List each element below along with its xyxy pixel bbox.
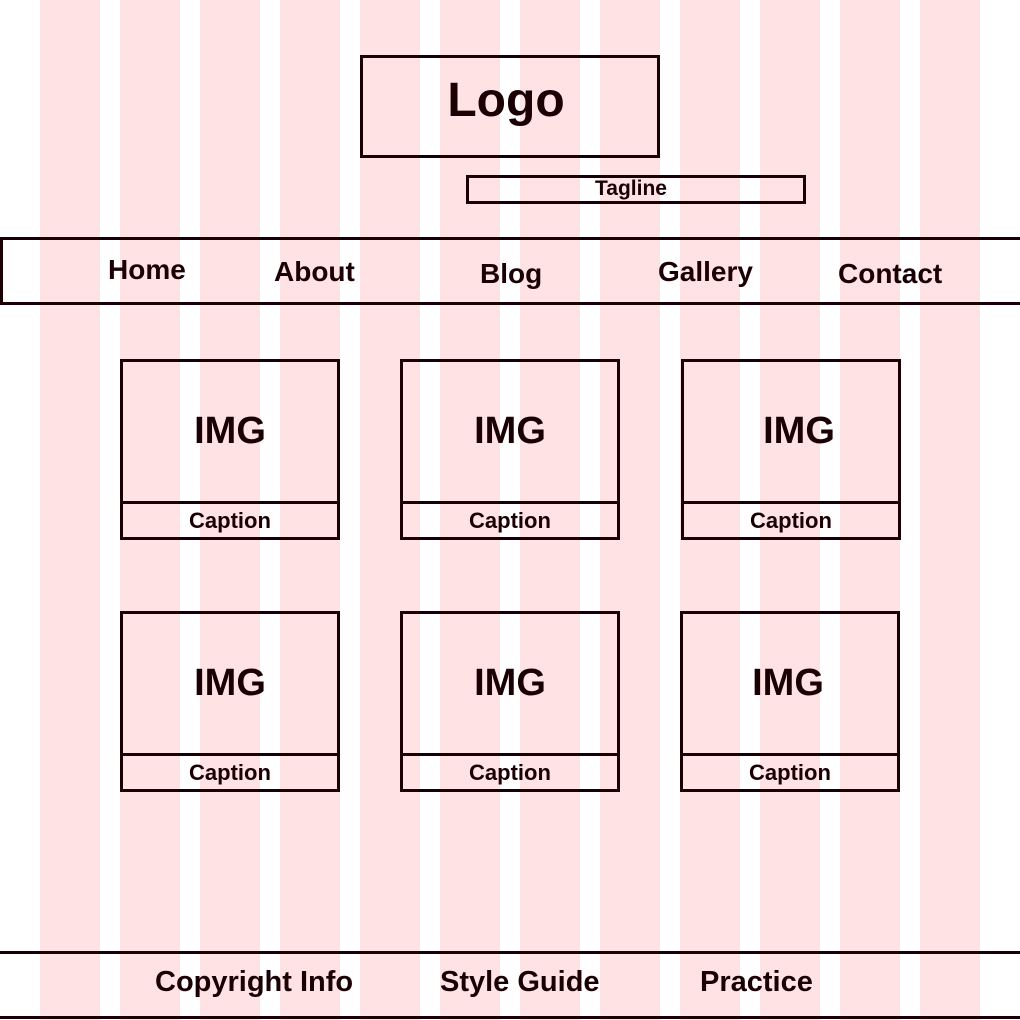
footer-style-guide-link[interactable]: Style Guide xyxy=(440,966,600,998)
caption-text: Caption xyxy=(469,507,551,533)
gallery-caption: Caption xyxy=(120,753,340,792)
nav-blog[interactable]: Blog xyxy=(480,258,543,289)
logo-text: Logo xyxy=(447,74,565,127)
gallery-caption: Caption xyxy=(681,501,901,540)
footer-bottom-border xyxy=(0,1016,1020,1019)
grid-column xyxy=(600,0,660,1020)
caption-text: Caption xyxy=(749,759,831,785)
gallery-image[interactable]: IMG xyxy=(120,359,340,504)
footer-top-border xyxy=(0,951,1020,954)
caption-text: Caption xyxy=(189,507,271,533)
grid-column xyxy=(360,0,420,1020)
image-label: IMG xyxy=(194,662,266,704)
caption-text: Caption xyxy=(750,507,832,533)
nav-gallery[interactable]: Gallery xyxy=(658,256,753,287)
footer-practice-link[interactable]: Practice xyxy=(700,966,813,998)
nav-home[interactable]: Home xyxy=(108,254,186,285)
nav-left-border xyxy=(0,238,3,305)
grid-column xyxy=(440,0,500,1020)
gallery-image[interactable]: IMG xyxy=(680,611,900,756)
grid-column xyxy=(40,0,100,1020)
tagline-text: Tagline xyxy=(595,176,667,200)
grid-column xyxy=(200,0,260,1020)
tagline-placeholder: Tagline xyxy=(466,175,806,204)
gallery-image[interactable]: IMG xyxy=(681,359,901,504)
image-label: IMG xyxy=(474,410,546,452)
gallery-caption: Caption xyxy=(680,753,900,792)
gallery-image[interactable]: IMG xyxy=(120,611,340,756)
grid-column xyxy=(840,0,900,1020)
image-label: IMG xyxy=(763,410,835,452)
nav-about[interactable]: About xyxy=(274,256,355,287)
footer-copyright-link[interactable]: Copyright Info xyxy=(155,966,354,998)
nav-bottom-border xyxy=(0,302,1020,305)
caption-text: Caption xyxy=(189,759,271,785)
grid-column xyxy=(280,0,340,1020)
grid-column xyxy=(760,0,820,1020)
gallery-image[interactable]: IMG xyxy=(400,611,620,756)
grid-column xyxy=(680,0,740,1020)
logo-placeholder[interactable]: Logo xyxy=(360,55,660,158)
gallery-caption: Caption xyxy=(120,501,340,540)
nav-contact[interactable]: Contact xyxy=(838,258,943,289)
gallery-image[interactable]: IMG xyxy=(400,359,620,504)
grid-column xyxy=(120,0,180,1020)
nav-top-border xyxy=(0,237,1020,240)
image-label: IMG xyxy=(474,662,546,704)
grid-column xyxy=(520,0,580,1020)
gallery-caption: Caption xyxy=(400,753,620,792)
grid-column xyxy=(920,0,980,1020)
caption-text: Caption xyxy=(469,759,551,785)
gallery-caption: Caption xyxy=(400,501,620,540)
image-label: IMG xyxy=(194,410,266,452)
image-label: IMG xyxy=(752,662,824,704)
